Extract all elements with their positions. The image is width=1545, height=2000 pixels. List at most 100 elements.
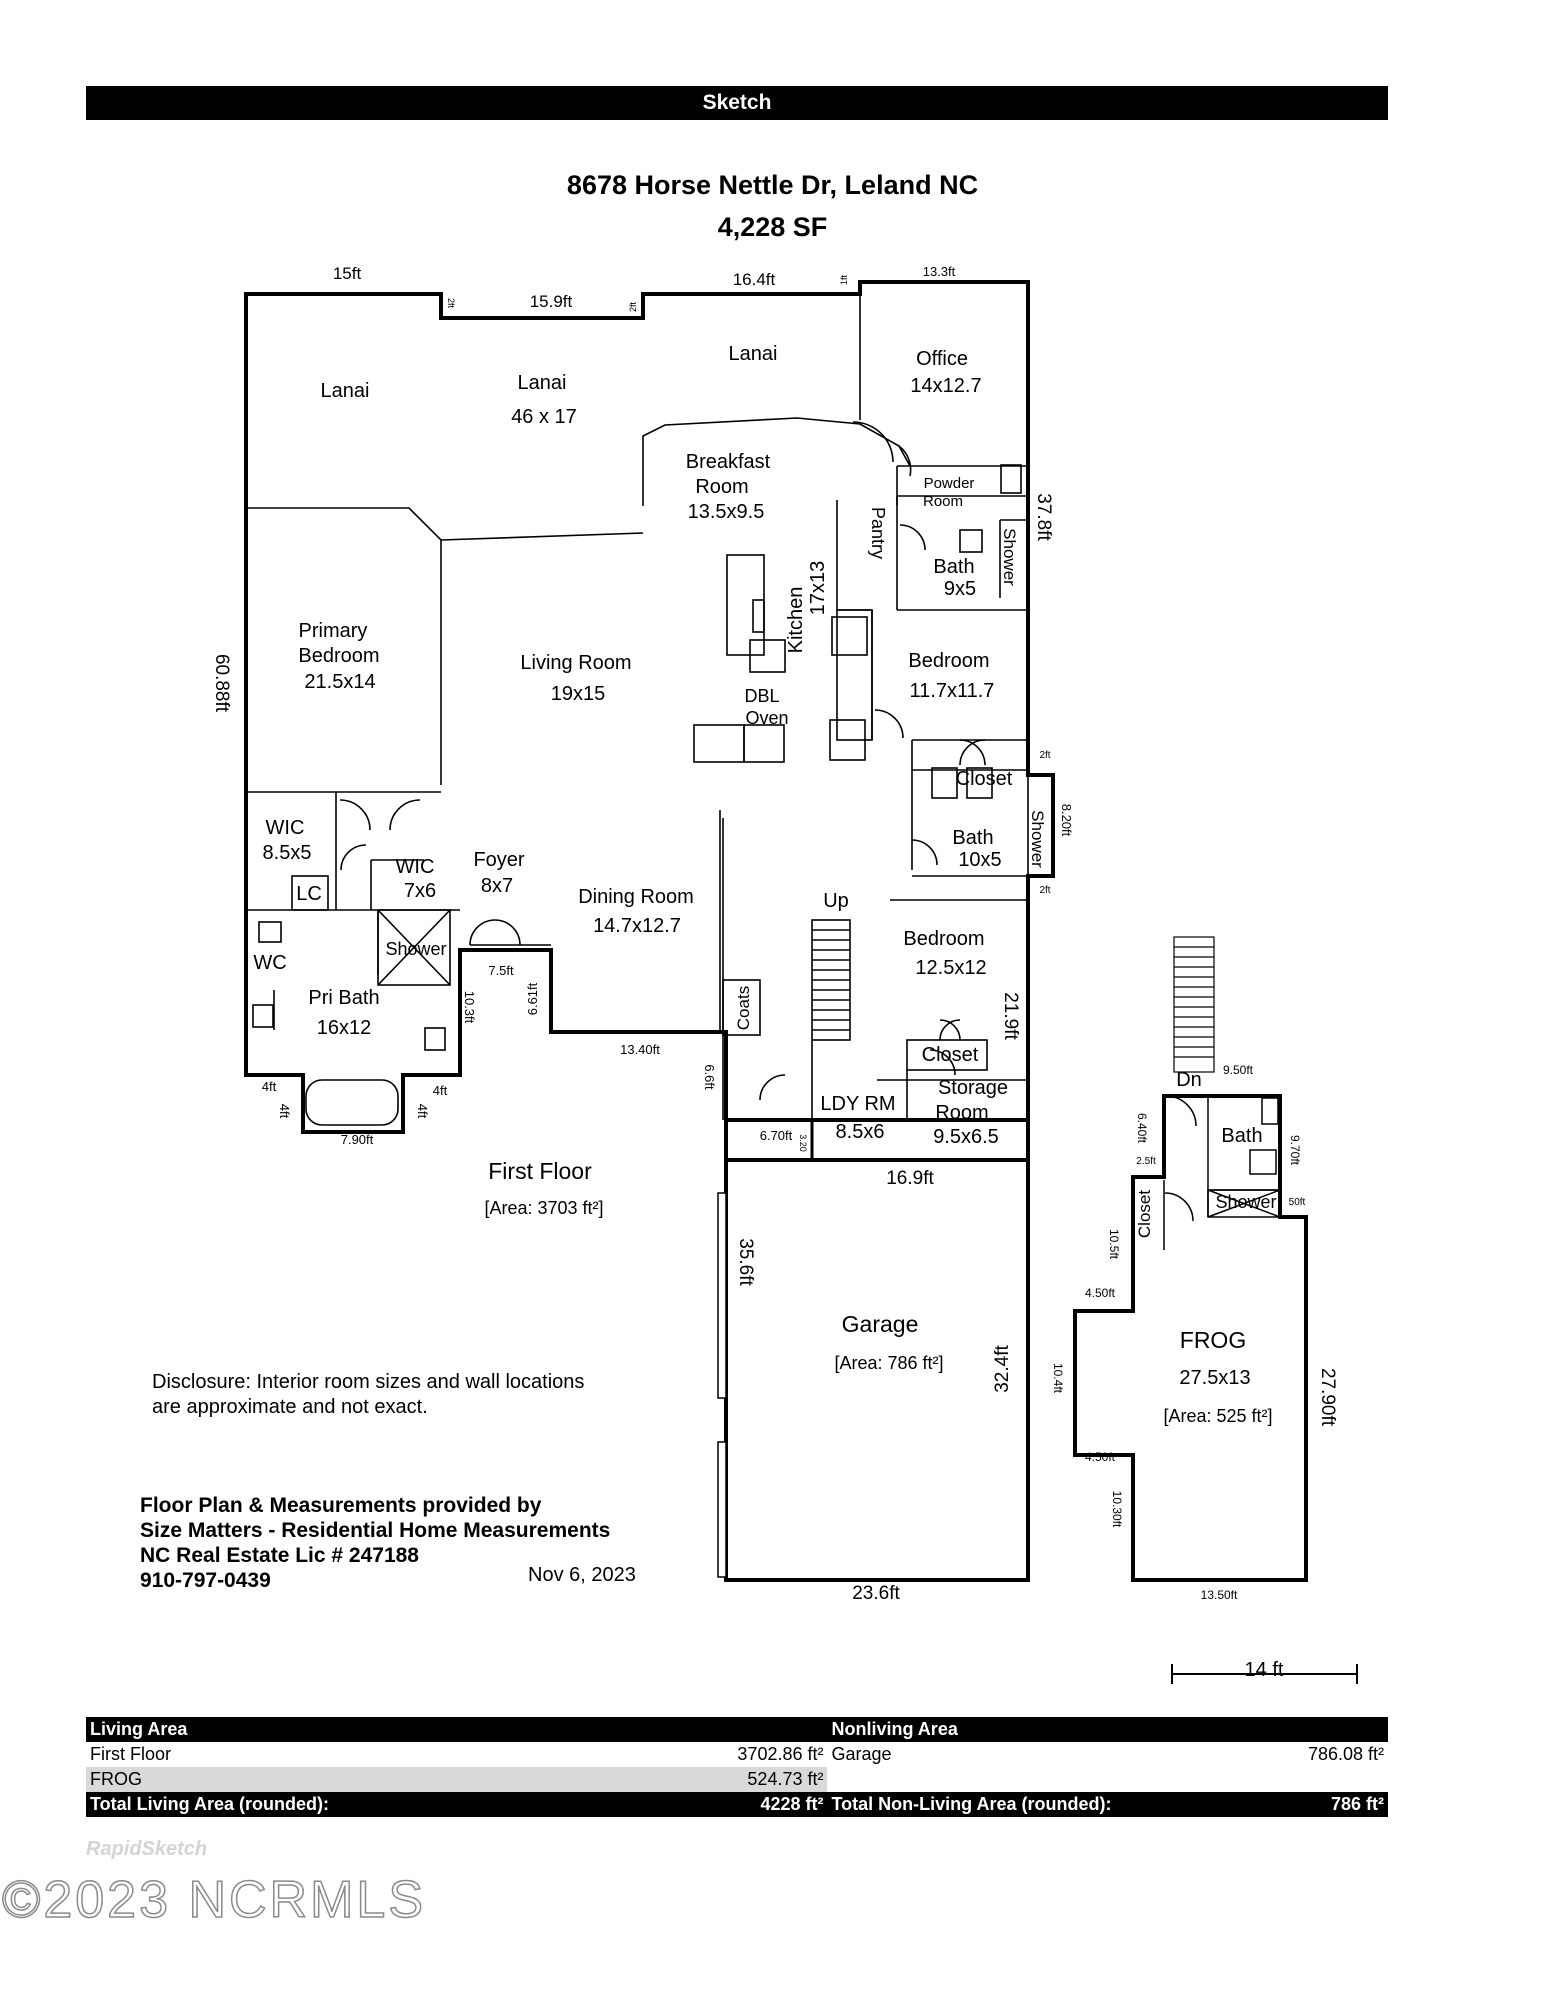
room-label-coats: Coats xyxy=(734,986,753,1030)
room-label-lc: LC xyxy=(296,883,322,905)
room-label-pri-bath: Pri Bath xyxy=(308,987,379,1009)
frog-bath-label: Bath xyxy=(1221,1125,1262,1147)
credits: Floor Plan & Measurements provided by Si… xyxy=(140,1493,610,1593)
nonliving-area-header: Nonliving Area xyxy=(827,1717,1304,1742)
garage-door-2 xyxy=(717,1441,727,1578)
room-label-powder: Powder xyxy=(924,475,975,492)
room-size-breakfast: 13.5x9.5 xyxy=(688,501,765,523)
dim-7-90ft: 7.90ft xyxy=(341,1132,374,1147)
total-nonliving-label: Total Non-Living Area (rounded): xyxy=(827,1792,1304,1817)
disclosure-line-2: are approximate and not exact. xyxy=(152,1396,428,1418)
frog-label: FROG xyxy=(1180,1327,1246,1353)
dim-2ft-b: 2ft xyxy=(628,302,638,313)
garage-door-1 xyxy=(717,1192,727,1399)
garage-label: Garage xyxy=(842,1311,919,1337)
room-size-bath-2: 10x5 xyxy=(958,849,1001,871)
room-label-primary: Primary xyxy=(299,620,368,642)
credits-line-1: Floor Plan & Measurements provided by xyxy=(140,1494,542,1517)
room-label-powder-room: Room xyxy=(923,493,963,510)
room-label-bath-1: Bath xyxy=(933,556,974,578)
room-label-closet-2: Closet xyxy=(922,1044,979,1066)
dim-16-9ft: 16.9ft xyxy=(886,1168,934,1189)
room-size-ldy: 8.5x6 xyxy=(836,1121,885,1143)
room-label-lanai-east: Lanai xyxy=(729,343,778,365)
ncrmls-watermark: ©2023 NCRMLS xyxy=(1,1870,427,1930)
credits-line-4: 910-797-0439 xyxy=(140,1569,271,1592)
total-square-footage: 4,228 SF xyxy=(717,212,828,242)
dim-6-40ft: 6.40ft xyxy=(1135,1113,1149,1144)
room-label-storage-room: Room xyxy=(935,1102,988,1124)
dim-3-20: 3.20 xyxy=(798,1134,808,1152)
first-floor-label: First Floor xyxy=(488,1158,592,1184)
room-size-kitchen: 17x13 xyxy=(807,561,829,616)
dim-7-5ft: 7.5ft xyxy=(488,963,514,978)
room-label-primary-bedroom: Bedroom xyxy=(298,645,379,667)
room-label-oven: Oven xyxy=(745,708,788,728)
room-label-wc: WC xyxy=(253,952,286,974)
frog-area: [Area: 525 ft²] xyxy=(1163,1406,1272,1426)
dim-2ft-c: 2ft xyxy=(1039,750,1050,761)
dim-21-9ft: 21.9ft xyxy=(1000,992,1021,1040)
room-label-shower-3: Shower xyxy=(385,939,446,959)
rapidsketch-logo: RapidSketch xyxy=(86,1838,208,1860)
dim-35-6ft: 35.6ft xyxy=(735,1238,756,1286)
first-floor-area: [Area: 3703 ft²] xyxy=(484,1198,603,1218)
room-size-pri-bath: 16x12 xyxy=(317,1017,372,1039)
stair-up-label: Up xyxy=(823,890,849,912)
dim-15-9ft: 15.9ft xyxy=(530,292,573,311)
room-label-dining: Dining Room xyxy=(578,886,694,908)
room-label-kitchen: Kitchen xyxy=(785,587,807,654)
dim-13-50ft: 13.50ft xyxy=(1201,1588,1238,1602)
dim-4ft-b: 4ft xyxy=(433,1083,448,1098)
dim-8-20ft: 8.20ft xyxy=(1059,804,1074,837)
area-summary-table: Living Area Nonliving Area First Floor 3… xyxy=(86,1717,1388,1817)
dim-2ft-d: 2ft xyxy=(1039,885,1050,896)
dim-10-5ft: 10.5ft xyxy=(1107,1229,1121,1260)
room-label-pantry: Pantry xyxy=(868,507,888,559)
room-label-bath-2: Bath xyxy=(952,827,993,849)
dim-1ft: 1ft xyxy=(839,275,849,286)
total-nonliving-value: 786 ft² xyxy=(1303,1792,1388,1817)
area-table-totals: Total Living Area (rounded): 4228 ft² To… xyxy=(86,1792,1388,1817)
dim-4ft-a: 4ft xyxy=(262,1079,277,1094)
dim-10-3ft: 10.3ft xyxy=(462,991,477,1024)
dim-6-6ft: 6.6ft xyxy=(702,1064,717,1090)
room-size-bath-1: 9x5 xyxy=(944,578,976,600)
room-label-breakfast-room: Room xyxy=(695,476,748,498)
first-floor-value-cell: 3702.86 ft² xyxy=(737,1744,824,1764)
sketch-header-bar: Sketch xyxy=(86,86,1388,120)
garage-label-cell: Garage xyxy=(831,1744,892,1764)
dim-4ft-d: 4ft xyxy=(415,1104,430,1119)
dim-16-4ft: 16.4ft xyxy=(733,270,776,289)
dim-13-3ft: 13.3ft xyxy=(923,264,956,279)
first-floor-label-cell: First Floor xyxy=(90,1744,171,1764)
dim-2ft-a: 2ft xyxy=(446,298,456,309)
frog-interior-walls xyxy=(1163,1095,1281,1250)
room-label-wic-1: WIC xyxy=(266,817,305,839)
scale-bar xyxy=(1171,1664,1358,1684)
dim-60-88ft: 60.88ft xyxy=(211,654,232,713)
frog-value-cell: 524.73 ft² xyxy=(733,1767,828,1792)
disclosure: Disclosure: Interior room sizes and wall… xyxy=(152,1370,584,1420)
interior-walls xyxy=(245,282,1029,1126)
room-label-office: Office xyxy=(916,348,968,370)
room-label-shower-1: Shower xyxy=(1000,528,1019,586)
dim-32-4ft: 32.4ft xyxy=(992,1345,1013,1393)
room-label-bedroom-2: Bedroom xyxy=(903,928,984,950)
room-label-lanai-center: Lanai xyxy=(518,372,567,394)
frog-shower-label: Shower xyxy=(1215,1192,1276,1212)
total-living-value: 4228 ft² xyxy=(733,1792,828,1817)
living-area-header: Living Area xyxy=(86,1717,734,1742)
area-table-row: FROG 524.73 ft² xyxy=(86,1767,1388,1792)
dim-2-5ft: 2.5ft xyxy=(1136,1156,1156,1167)
garage-value-cell: 786.08 ft² xyxy=(1307,1744,1384,1764)
garage-outline xyxy=(724,1118,1030,1582)
room-label-ldy: LDY RM xyxy=(820,1093,895,1115)
total-living-label: Total Living Area (rounded): xyxy=(86,1792,734,1817)
frog-size: 27.5x13 xyxy=(1179,1367,1250,1389)
credits-line-2: Size Matters - Residential Home Measurem… xyxy=(140,1519,611,1542)
dim-37-8ft: 37.8ft xyxy=(1033,493,1054,541)
area-table-header: Living Area Nonliving Area xyxy=(86,1717,1388,1742)
room-size-wic-1: 8.5x5 xyxy=(263,842,312,864)
